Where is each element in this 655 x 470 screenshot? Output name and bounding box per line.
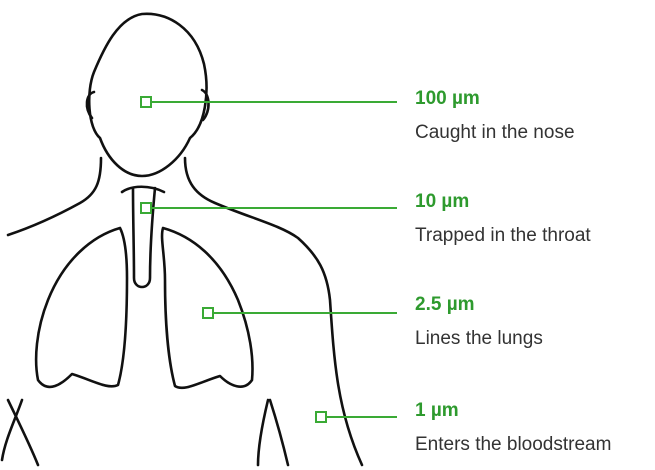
- marker-throat: [141, 203, 151, 213]
- callout-bloodstream: 1 µm Enters the bloodstream: [415, 400, 611, 456]
- description-bloodstream: Enters the bloodstream: [415, 434, 611, 456]
- callout-leaders: [141, 97, 397, 422]
- particle-size-100: 100 µm: [415, 88, 575, 110]
- callout-nose: 100 µm Caught in the nose: [415, 88, 575, 144]
- description-lungs: Lines the lungs: [415, 328, 543, 350]
- marker-lungs: [203, 308, 213, 318]
- particle-size-10: 10 µm: [415, 191, 591, 213]
- marker-nose: [141, 97, 151, 107]
- right-arm-inner: [258, 400, 268, 465]
- description-throat: Trapped in the throat: [415, 225, 591, 247]
- right-torso-side: [270, 400, 288, 465]
- particle-size-2-5: 2.5 µm: [415, 294, 543, 316]
- shoulders-outline: [8, 158, 362, 465]
- head-outline: [89, 14, 206, 176]
- marker-bloodstream: [316, 412, 326, 422]
- particle-size-1: 1 µm: [415, 400, 611, 422]
- left-arm-inner: [8, 400, 38, 465]
- callout-lungs: 2.5 µm Lines the lungs: [415, 294, 543, 350]
- neck-collar: [122, 187, 164, 192]
- left-lung: [36, 228, 127, 387]
- description-nose: Caught in the nose: [415, 122, 575, 144]
- body-outline: [2, 14, 362, 465]
- callout-throat: 10 µm Trapped in the throat: [415, 191, 591, 247]
